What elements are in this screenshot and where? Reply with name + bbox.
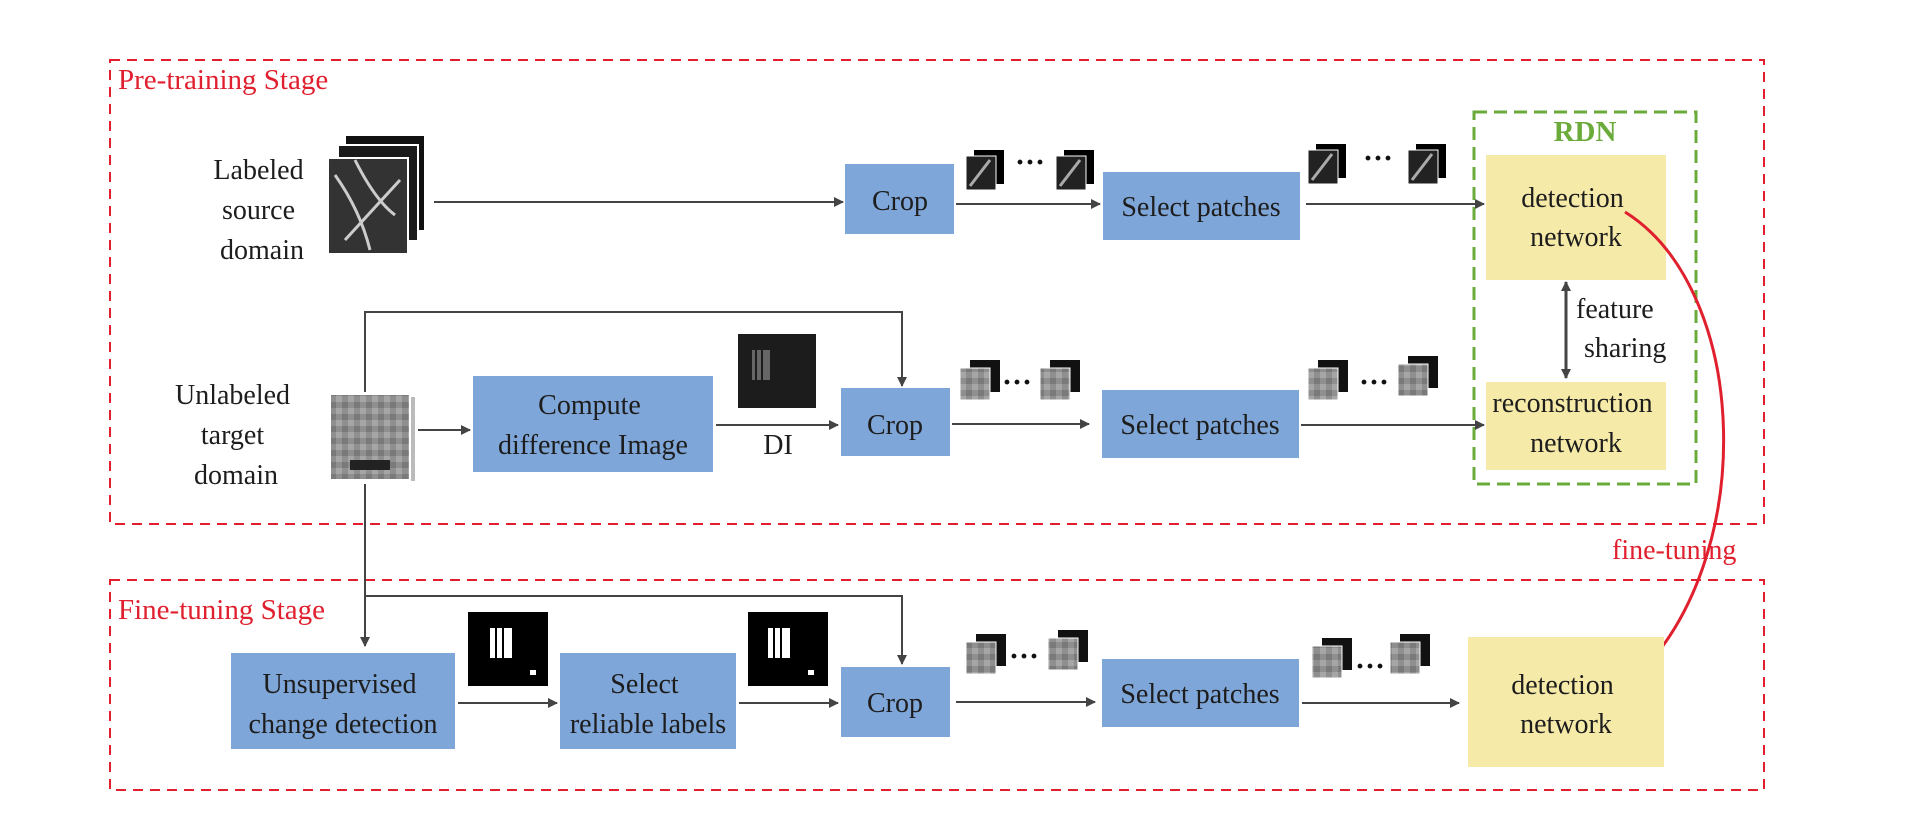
patch-group-target-1 — [959, 360, 1000, 401]
pretraining-stage-label: Pre-training Stage — [118, 64, 328, 96]
crop-box-top — [845, 164, 954, 234]
select-reliable-labels-box — [560, 653, 736, 749]
select-patches-box-mid — [1102, 390, 1299, 458]
patch-group-ft-4 — [1389, 634, 1430, 675]
reconstruction-line-2: network — [1530, 428, 1622, 459]
target-label-line-1: Unlabeled — [175, 380, 290, 411]
patch-group-source-2 — [1055, 150, 1094, 191]
source-label-line-2: source — [222, 195, 295, 226]
detection-network-rdn-label: detection network — [1521, 183, 1631, 253]
change-map-thumbnail-2 — [748, 612, 828, 686]
fine-tuning-arrow — [1624, 210, 1726, 682]
reconstruction-network-label: reconstruction network — [1492, 388, 1659, 459]
reconstruction-line-1: reconstruction — [1492, 388, 1652, 419]
reliable-labels-label: Select reliable labels — [570, 669, 726, 740]
detection-ft-line-1: detection — [1511, 670, 1614, 701]
target-label-line-2: target — [201, 420, 264, 451]
compute-di-line-2: difference Image — [498, 430, 688, 461]
patch-dots-ft-2: ··· — [1355, 650, 1385, 683]
crop-box-top-label: Crop — [872, 186, 928, 217]
patch-dots-top-1: ··· — [1015, 146, 1045, 179]
patch-dots-ft-1: ··· — [1009, 640, 1039, 673]
finetuning-stage-label: Fine-tuning Stage — [118, 594, 325, 626]
ucd-line-2: change detection — [249, 709, 438, 740]
source-label-line-1: Labeled — [213, 155, 303, 186]
select-patches-box-ft — [1102, 659, 1299, 727]
detection-network-ft-label: detection network — [1511, 670, 1621, 740]
feature-sharing-line-2: sharing — [1584, 333, 1666, 364]
select-patches-ft-label: Select patches — [1120, 679, 1279, 710]
detection-rdn-line-2: network — [1530, 222, 1622, 253]
patch-group-target-2 — [1039, 360, 1080, 401]
patch-dots-top-2: ··· — [1363, 142, 1393, 175]
patch-dots-mid-2: ··· — [1359, 366, 1389, 399]
reliable-line-1: Select — [610, 669, 679, 700]
source-image-stack — [327, 134, 426, 255]
reconstruction-network-box — [1486, 382, 1666, 470]
ucd-label: Unsupervised change detection — [249, 669, 438, 740]
line-target-to-crop-mid — [364, 311, 907, 392]
compute-di-label: Compute difference Image — [498, 390, 688, 461]
select-patches-top-label: Select patches — [1121, 192, 1280, 223]
source-domain-label: Labeled source domain — [213, 155, 310, 266]
patch-group-source-3 — [1307, 144, 1346, 185]
detection-network-box-rdn — [1486, 155, 1666, 280]
source-label-line-3: domain — [220, 235, 304, 266]
rdn-title: RDN — [1554, 116, 1617, 148]
detection-ft-line-2: network — [1520, 709, 1612, 740]
patch-group-ft-1 — [965, 634, 1006, 675]
target-label-line-3: domain — [194, 460, 278, 491]
compute-difference-image-box — [473, 376, 713, 472]
pretraining-stage-frame — [109, 59, 1765, 525]
patch-group-ft-2 — [1047, 630, 1088, 671]
feature-sharing-line-1: feature — [1576, 294, 1654, 325]
change-map-thumbnail-1 — [468, 612, 548, 686]
detection-network-box-ft — [1468, 637, 1664, 767]
fine-tuning-label: fine-tuning — [1612, 535, 1736, 566]
patch-group-target-4 — [1397, 356, 1438, 397]
finetuning-stage-frame — [109, 579, 1765, 791]
target-domain-label: Unlabeled target domain — [175, 380, 297, 491]
patch-group-ft-3 — [1311, 638, 1352, 679]
crop-box-mid — [841, 388, 950, 456]
crop-box-mid-label: Crop — [867, 410, 923, 441]
difference-image-thumbnail — [738, 334, 816, 408]
patch-group-target-3 — [1307, 360, 1348, 401]
select-patches-mid-label: Select patches — [1120, 410, 1279, 441]
crop-box-ft — [841, 667, 950, 737]
ucd-line-1: Unsupervised — [263, 669, 417, 700]
patch-group-source-1 — [965, 150, 1004, 191]
target-image-stack — [329, 393, 417, 483]
feature-sharing-label: feature sharing — [1576, 294, 1666, 364]
select-patches-box-top — [1103, 172, 1300, 240]
crop-box-ft-label: Crop — [867, 688, 923, 719]
detection-rdn-line-1: detection — [1521, 183, 1624, 214]
unsupervised-change-detection-box — [231, 653, 455, 749]
patch-group-source-4 — [1407, 144, 1446, 185]
reliable-line-2: reliable labels — [570, 709, 726, 740]
compute-di-line-1: Compute — [538, 390, 641, 421]
di-label: DI — [763, 430, 793, 461]
patch-dots-mid-1: ··· — [1002, 366, 1032, 399]
line-target-to-crop-ft — [365, 595, 907, 665]
